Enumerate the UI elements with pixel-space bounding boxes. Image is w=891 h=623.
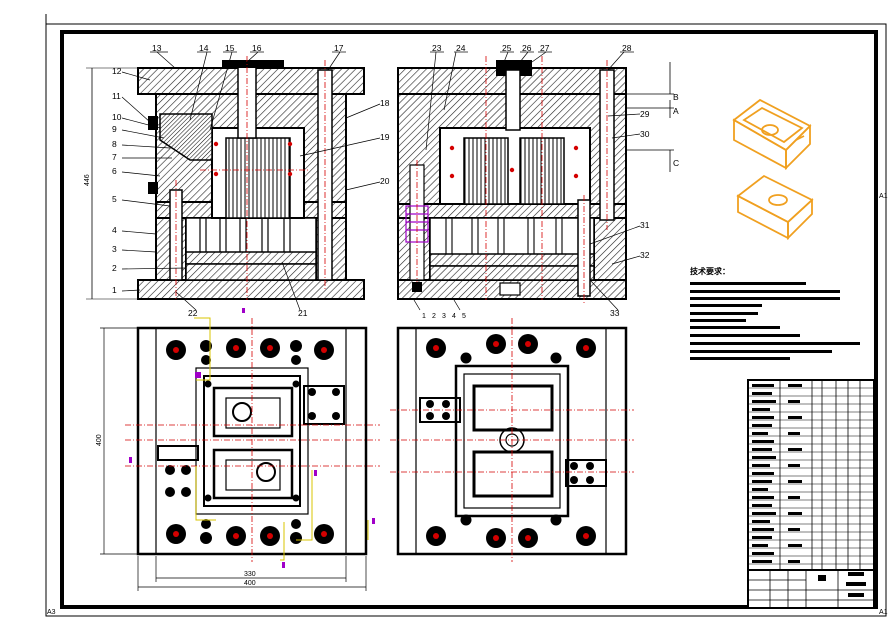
technical-requirements: 技术要求：: [690, 266, 860, 360]
part-label-25: 25: [502, 43, 512, 53]
sheet-border: [45, 14, 887, 617]
part-label-8: 8: [112, 139, 117, 149]
part-label-3: 3: [112, 244, 117, 254]
tech-requirements-title: 技术要求：: [690, 266, 730, 276]
part-label-26: 26: [522, 43, 532, 53]
part-label-15: 15: [225, 43, 235, 53]
part-label-21: 21: [298, 308, 308, 318]
part-label-6: 6: [112, 166, 117, 176]
part-label-14: 14: [199, 43, 209, 53]
section-mark-5: 5: [462, 313, 466, 320]
part-label-31: 31: [640, 220, 650, 230]
edge-label-bottom-right: A1: [879, 609, 888, 616]
section-mark-4: 4: [452, 313, 456, 320]
part-label-33: 33: [610, 308, 620, 318]
part-label-32: 32: [640, 250, 650, 260]
part-label-13: 13: [152, 43, 162, 53]
parts-list-table: [747, 379, 875, 609]
section-mark-1: 1: [422, 313, 426, 320]
part-label-19: 19: [380, 132, 390, 142]
part-label-17: 17: [334, 43, 344, 53]
outer-width-dimension: 400: [244, 580, 256, 587]
part-label-29: 29: [640, 109, 650, 119]
part-label-11: 11: [112, 91, 121, 101]
part-label-9: 9: [112, 124, 117, 134]
plan-view-right: [390, 318, 634, 562]
section-mark-2: 2: [432, 313, 436, 320]
part-label-30: 30: [640, 129, 650, 139]
part-label-27: 27: [540, 43, 550, 53]
edge-label-bottom-left: A3: [47, 609, 56, 616]
part-label-5: 5: [112, 194, 117, 204]
inner-width-dimension: 330: [244, 571, 256, 578]
part-label-10: 10: [112, 112, 122, 122]
part-label-24: 24: [456, 43, 466, 53]
part-label-2: 2: [112, 263, 117, 273]
part-label-28: 28: [622, 43, 632, 53]
part-label-1: 1: [112, 285, 117, 295]
plan-height-dimension: 400: [96, 434, 103, 446]
marker-a: A: [673, 106, 679, 116]
part-label-20: 20: [380, 176, 390, 186]
part-label-16: 16: [252, 43, 262, 53]
front-section-view: 446 13 14: [84, 43, 390, 318]
part-label-23: 23: [432, 43, 442, 53]
marker-b: B: [673, 92, 679, 102]
part-label-18: 18: [380, 98, 390, 108]
edge-label-right-middle: A1: [879, 193, 888, 200]
part-label-12: 12: [112, 66, 122, 76]
part-label-22: 22: [188, 308, 198, 318]
plan-view-left: 400 330 400: [96, 308, 380, 591]
side-section-view: 23 24 25 26 27 28 29 30 31 32 33 1 2 3 4…: [397, 43, 679, 320]
height-dimension: 446: [84, 174, 91, 186]
section-mark-3: 3: [442, 313, 446, 320]
part-3d-view: [732, 98, 814, 241]
marker-c: C: [673, 158, 679, 168]
part-label-4: 4: [112, 225, 117, 235]
part-label-7: 7: [112, 152, 117, 162]
